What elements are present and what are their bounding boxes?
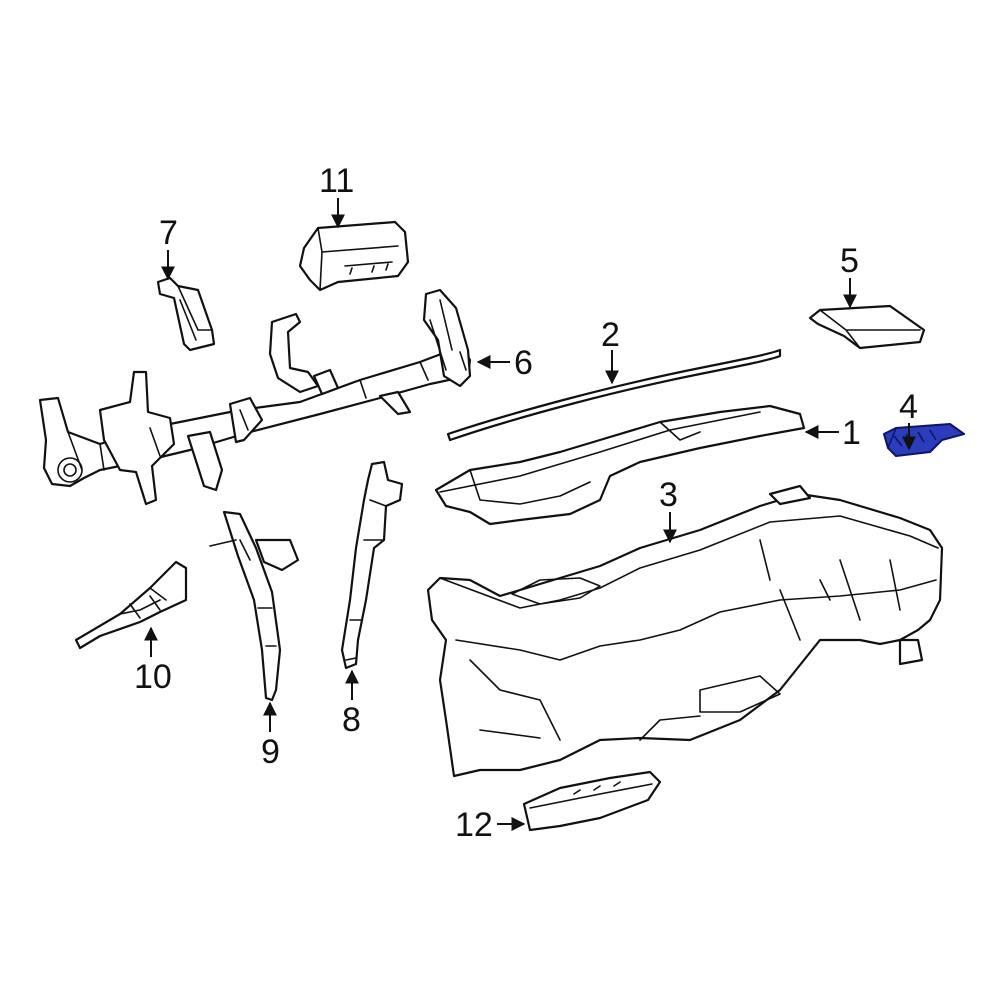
part-1-upper-panel-cover[interactable] (434, 404, 806, 526)
callout-labels: 1 2 3 4 5 6 7 8 9 10 11 12 (134, 162, 918, 844)
callout-11: 11 (319, 162, 354, 200)
callout-12: 12 (455, 806, 493, 844)
callout-6: 6 (514, 344, 533, 382)
callout-7: 7 (159, 214, 178, 252)
part-10-brace[interactable] (74, 560, 188, 650)
part-3-instrument-panel[interactable] (426, 484, 944, 778)
part-11-airbag-module[interactable] (298, 220, 410, 292)
callout-5: 5 (840, 242, 859, 280)
callout-1: 1 (842, 414, 861, 452)
leader-lines (144, 198, 916, 831)
callout-9: 9 (261, 733, 280, 771)
callout-3: 3 (659, 476, 678, 514)
part-9-support-brace[interactable] (209, 510, 300, 702)
part-6-reinforcement-beam[interactable] (38, 288, 472, 506)
part-8-vertical-brace[interactable] (340, 460, 404, 670)
part-12-lower-module[interactable] (522, 770, 662, 832)
callout-2: 2 (601, 316, 620, 354)
part-5-cover-panel[interactable] (808, 304, 926, 350)
part-2-weatherstrip[interactable] (446, 348, 782, 442)
part-4-vent-duct[interactable] (883, 423, 965, 457)
part-7-bracket[interactable] (156, 276, 216, 352)
callout-4[interactable]: 4 (899, 388, 918, 426)
callout-8: 8 (342, 701, 361, 739)
callout-10: 10 (134, 658, 172, 696)
